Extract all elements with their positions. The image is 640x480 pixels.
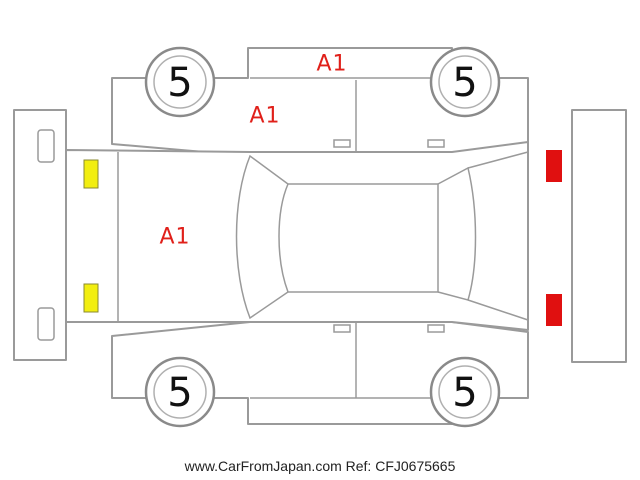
- rear-right-lamp: [546, 294, 562, 326]
- rear-bumper: [571, 109, 627, 363]
- left-side-panel: [111, 47, 529, 157]
- tire-rear-right: 5: [429, 356, 501, 428]
- tire-grade-rear-left: 5: [452, 60, 477, 106]
- front-right-lamp: [83, 283, 99, 313]
- front-left-lamp: [83, 159, 99, 189]
- car-body-top-view: [65, 141, 529, 331]
- tire-front-left: 5: [144, 46, 216, 118]
- tire-grade-front-right: 5: [167, 370, 192, 416]
- damage-mark-roof-top: A1: [316, 52, 347, 77]
- damage-mark-hood: A1: [159, 225, 190, 250]
- rear-left-lamp: [546, 150, 562, 182]
- tire-grade-rear-right: 5: [452, 370, 477, 416]
- tire-grade-front-left: 5: [167, 60, 192, 106]
- front-bumper: [13, 109, 67, 361]
- tire-front-right: 5: [144, 356, 216, 428]
- reference-credit: www.CarFromJapan.com Ref: CFJ0675665: [184, 458, 456, 474]
- damage-mark-left-front-door: A1: [249, 104, 280, 129]
- tire-rear-left: 5: [429, 46, 501, 118]
